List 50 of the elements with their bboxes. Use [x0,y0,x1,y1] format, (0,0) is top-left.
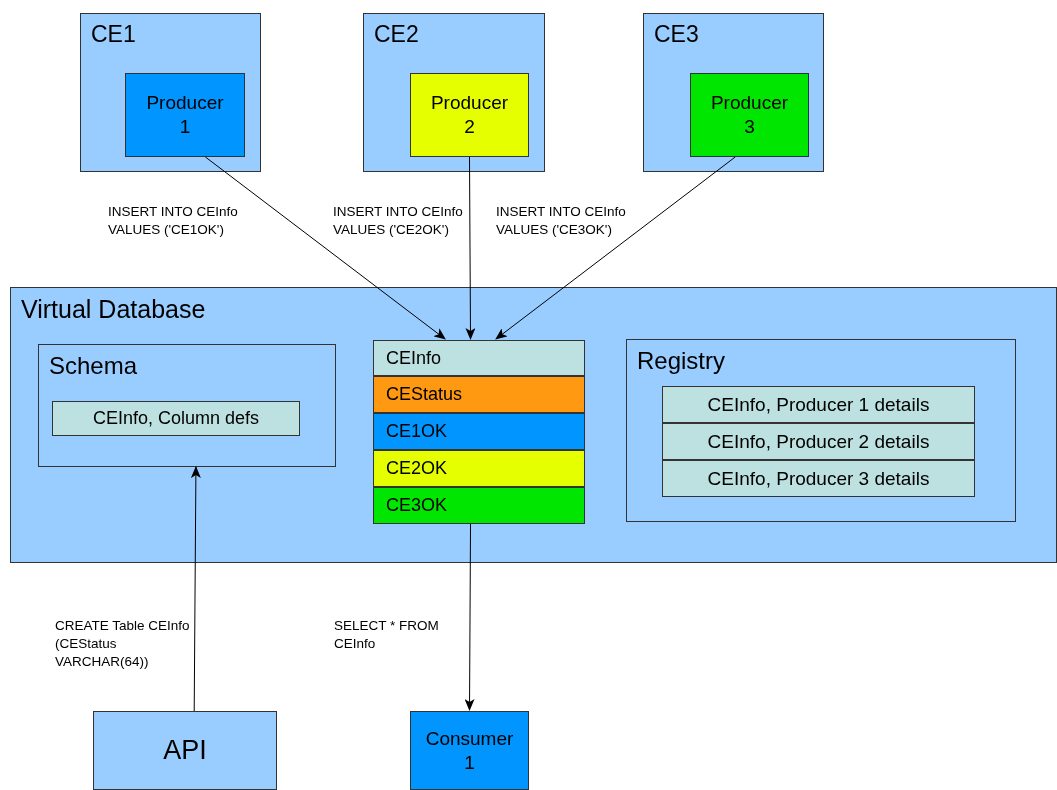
node-label: CE1 [91,20,136,49]
process-box [93,711,277,790]
arrow [495,156,736,340]
node-label: Producer 1 [145,91,225,139]
container-box [643,13,824,172]
database-panel [10,287,1057,563]
node-label: CE2OK [386,457,448,480]
node-label: CE1OK [386,420,448,443]
arrow [465,156,476,340]
schema-panel [38,344,336,467]
registry-panel [626,339,1016,522]
node-label: CEInfo, Producer 2 details [707,429,930,454]
table-row [373,376,585,413]
edge-label: INSERT INTO CEInfo VALUES ('CE2OK') [333,203,464,239]
table-row [373,413,585,450]
node-label: CE3OK [386,494,448,517]
edge-label: INSERT INTO CEInfo VALUES ('CE1OK') [108,203,239,239]
table-row [373,450,585,487]
table-row [662,423,975,460]
container-box [80,13,261,172]
node-label: Virtual Database [21,294,206,325]
arrow [464,523,475,711]
process-box [690,73,809,157]
arrow [190,466,201,712]
edge-label: CREATE Table CEInfo (CEStatus VARCHAR(64)) [55,617,190,671]
node-label: CEStatus [386,383,463,406]
node-label: CEInfo, Producer 3 details [707,466,930,491]
node-label: Producer 3 [709,91,790,139]
edge-label: SELECT * FROM CEInfo [334,617,440,653]
node-label: CE2 [374,20,419,49]
node-label: Consumer 1 [424,726,515,775]
node-label: CEInfo [386,346,442,370]
table-row [662,460,975,497]
process-box [410,73,529,157]
node-label: Producer 2 [429,91,510,139]
table-row [662,386,975,423]
process-box [125,73,245,157]
table-row [373,340,585,376]
arrow [204,156,446,340]
container-box [363,13,545,172]
table-row [52,401,300,436]
node-label: API [162,733,208,767]
node-label: Schema [49,351,138,381]
process-box [410,711,529,790]
node-label: CE3 [654,20,699,49]
edge-label: INSERT INTO CEInfo VALUES ('CE3OK') [496,203,627,239]
table-row [373,487,585,524]
node-label: CEInfo, Producer 1 details [707,392,930,417]
node-label: Registry [637,346,726,376]
node-label: CEInfo, Column defs [92,407,260,430]
